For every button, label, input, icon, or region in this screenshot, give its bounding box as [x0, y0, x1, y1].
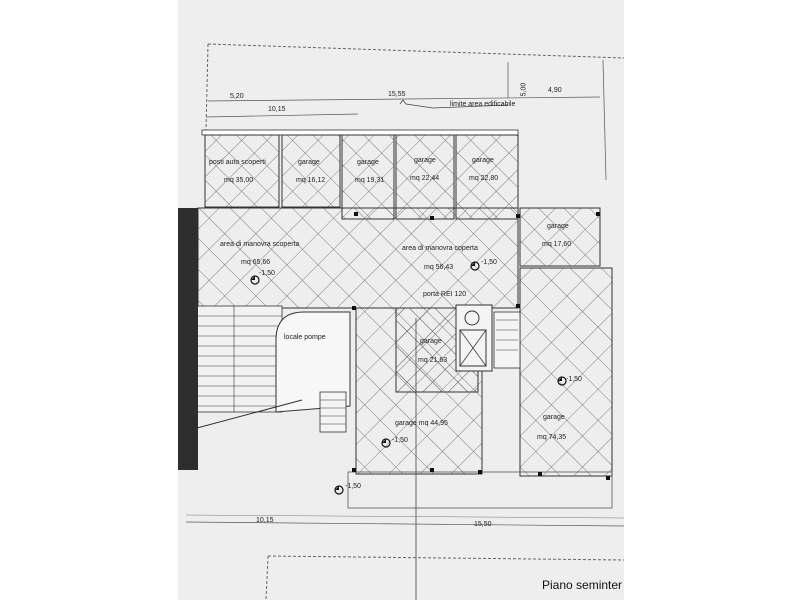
locale-pompe-label: locale pompe — [284, 334, 326, 341]
area-scoperta-mq: mq 65,66 — [241, 259, 271, 266]
dim-top-b: 10,15 — [268, 106, 286, 113]
dim-top-a: 5,20 — [230, 93, 244, 100]
garage4-mq: mq 22,80 — [469, 175, 499, 182]
garage3-label: garage — [414, 157, 436, 164]
garage4-area — [455, 134, 519, 220]
dim-top-d: 4,90 — [548, 87, 562, 94]
area-coperta-mq: mq 56,43 — [424, 264, 454, 271]
posti-auto-label: posti auto scoperti — [209, 159, 266, 166]
dim-bottom-a: 10,15 — [256, 517, 274, 524]
dimension-line-bottom — [185, 521, 624, 527]
locale-pompe-room — [275, 311, 351, 413]
dim-bottom-b: 15,50 — [474, 521, 492, 528]
border-top-line — [207, 43, 624, 59]
garage2-label: garage — [357, 159, 379, 166]
garage8-area — [519, 267, 613, 477]
garage3-area — [395, 134, 455, 220]
dim-top-c: 15,55 — [388, 91, 406, 98]
garage2-area — [341, 134, 395, 220]
garage8-mq: mq 74,35 — [537, 434, 567, 441]
garage6-mq: mq 21,63 — [418, 357, 448, 364]
garage8-label: garage — [543, 414, 565, 421]
level-label-b: -1,50 — [481, 259, 497, 266]
level-label-a: -1,50 — [259, 270, 275, 277]
garage7-label: garage mq 44,95 — [395, 420, 448, 427]
area-scoperta-label: area di manovra scoperta — [220, 241, 300, 248]
garage1-area — [281, 134, 341, 208]
garage5-area — [519, 207, 601, 267]
garage4-label: garage — [472, 157, 494, 164]
level-label-d: -1,50 — [392, 437, 408, 444]
garage5-mq: mq 17,60 — [542, 241, 572, 248]
porta-label: porta REI 120 — [423, 291, 467, 298]
scan-edge-shadow — [178, 208, 198, 470]
plan-title: Piano seminter — [542, 578, 623, 592]
dimension-line-top — [207, 96, 601, 102]
level-marker-icons — [250, 261, 567, 495]
garage2-mq: mq 19,31 — [355, 177, 385, 184]
paper-sheet — [178, 0, 624, 600]
posti-auto-mq: mq 35,00 — [224, 177, 254, 184]
area-manovra — [197, 207, 519, 309]
north-wall — [201, 129, 519, 136]
garage6-label: garage — [420, 338, 442, 345]
limite-area-label: limite area edificabile — [450, 101, 516, 108]
level-label-e: -1,50 — [345, 483, 361, 490]
garage1-mq: mq 16,12 — [296, 177, 326, 184]
level-label-c: -1,50 — [566, 376, 582, 383]
posti-auto-area — [204, 134, 280, 208]
floor-plan-drawing — [181, 43, 624, 600]
garage1-label: garage — [298, 159, 320, 166]
dim-top-vertical: 5,00 — [520, 82, 528, 97]
area-coperta-label: area di manovra coperta — [402, 245, 478, 252]
ramp-stairs — [191, 305, 283, 413]
lift-core — [455, 304, 493, 372]
garage3-mq: mq 22,44 — [410, 175, 440, 182]
limite-area-line — [399, 99, 509, 109]
garage5-label: garage — [547, 223, 569, 230]
